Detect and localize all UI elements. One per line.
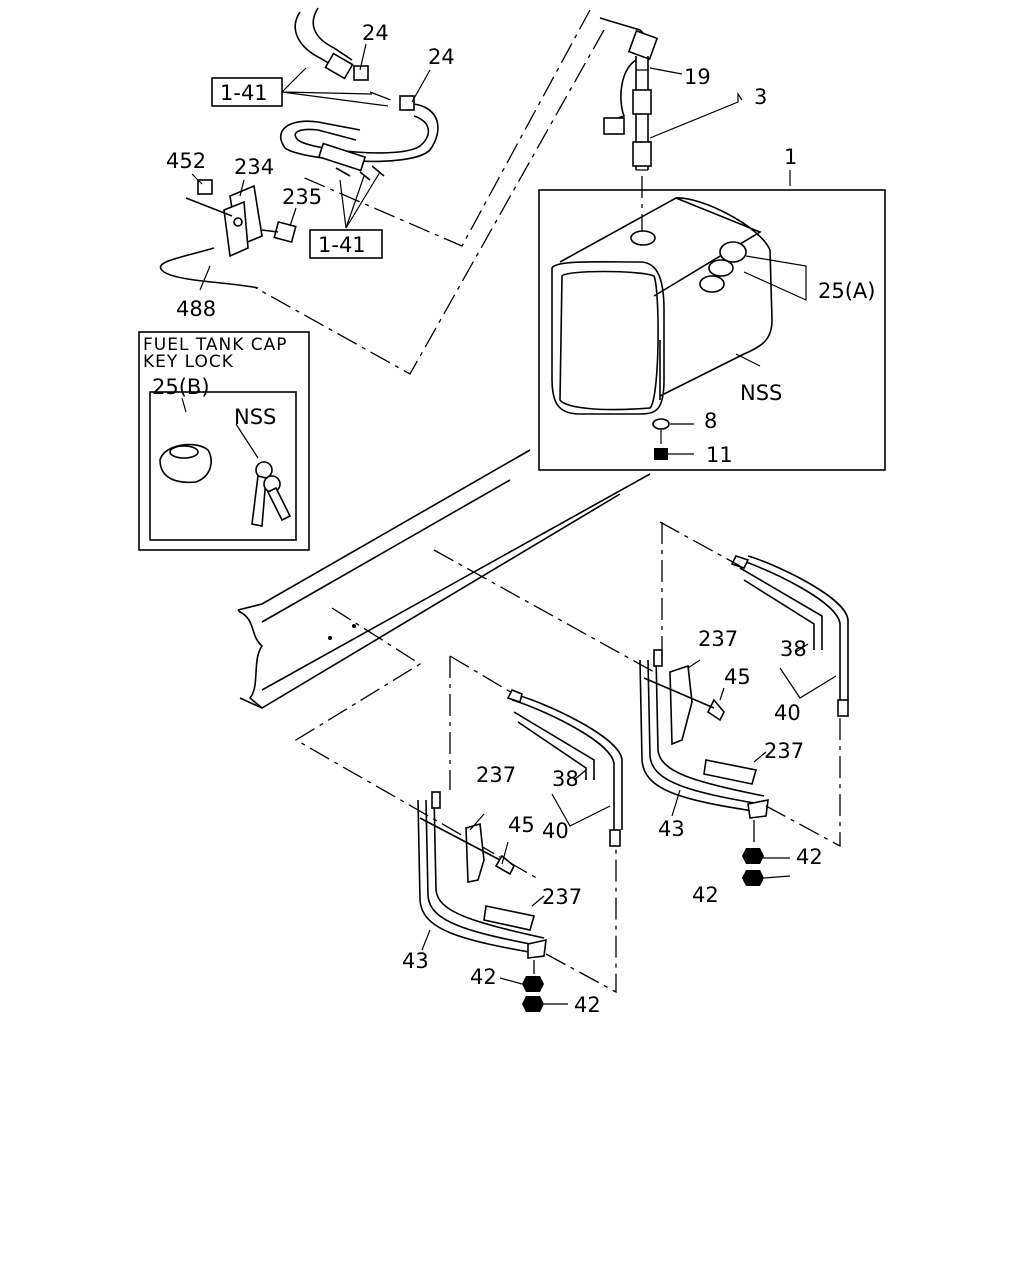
- label-nss-tank: NSS: [740, 381, 782, 405]
- label-part-8: 8: [704, 409, 717, 433]
- label-part-19: 19: [684, 65, 711, 89]
- fuel-cap-with-keys: [159, 443, 292, 527]
- label-part-40-right: 40: [774, 701, 801, 725]
- label-part-25a: 25(A): [818, 279, 875, 303]
- label-part-488: 488: [176, 297, 216, 321]
- inset-title-line-1: FUEL TANK CAP: [143, 335, 288, 355]
- label-part-45-right: 45: [724, 665, 751, 689]
- label-part-38-left: 38: [552, 767, 579, 791]
- label-part-452: 452: [166, 149, 206, 173]
- label-part-237-left-bottom: 237: [542, 885, 582, 909]
- ref-box-1-41-top: [211, 77, 283, 107]
- fuel-hose-488: [159, 247, 259, 289]
- hose-clamp-bracket: [185, 179, 297, 258]
- label-ref-1-41-top: 1-41: [220, 81, 268, 105]
- label-part-25b: 25(B): [152, 375, 210, 399]
- label-part-1: 1: [784, 145, 797, 169]
- fuel-hose-upper: [279, 7, 439, 181]
- label-part-43-left: 43: [402, 949, 429, 973]
- label-part-234: 234: [234, 155, 274, 179]
- label-nss-key: NSS: [234, 405, 276, 429]
- label-part-40-left: 40: [542, 819, 569, 843]
- label-part-42-right-a: 42: [796, 845, 823, 869]
- label-part-237-right-bottom: 237: [764, 739, 804, 763]
- label-part-42-left-a: 42: [470, 965, 497, 989]
- chassis-frame-rail: [237, 449, 651, 709]
- label-part-42-right-b: 42: [692, 883, 719, 907]
- label-part-38-right: 38: [780, 637, 807, 661]
- label-part-45-left: 45: [508, 813, 535, 837]
- label-part-237-left-top: 237: [476, 763, 516, 787]
- inset-box-cap: [149, 391, 297, 541]
- tank-bracket-right: [639, 555, 849, 886]
- inset-box-key-lock: [138, 331, 310, 551]
- fuel-tank: [551, 197, 773, 460]
- label-part-43-right: 43: [658, 817, 685, 841]
- label-part-24-a: 24: [362, 21, 389, 45]
- label-part-3: 3: [754, 85, 767, 109]
- label-part-24-b: 24: [428, 45, 455, 69]
- fuel-tank-box: [538, 189, 886, 471]
- label-part-42-left-b: 42: [574, 993, 601, 1017]
- label-part-235: 235: [282, 185, 322, 209]
- label-ref-1-41-bottom: 1-41: [318, 233, 366, 257]
- label-part-237-right-top: 237: [698, 627, 738, 651]
- inset-title-line-2: KEY LOCK: [143, 352, 234, 372]
- label-part-11: 11: [706, 443, 733, 467]
- ref-box-1-41-bottom: [309, 229, 383, 259]
- tank-bracket-left: [417, 688, 623, 1012]
- fuel-gauge-unit: [599, 17, 659, 171]
